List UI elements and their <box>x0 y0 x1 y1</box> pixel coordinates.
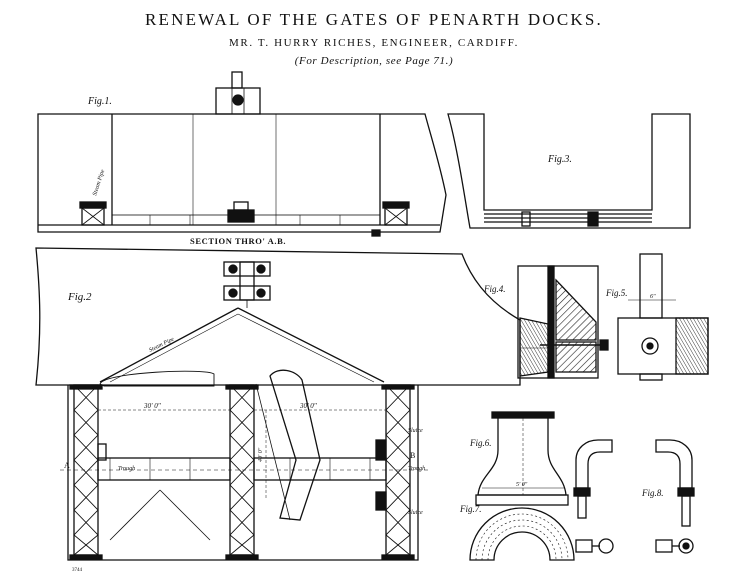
hook-links <box>575 538 694 554</box>
fig1-label: Fig.1. <box>87 96 112 107</box>
fig4-bracket-detail <box>517 265 609 379</box>
dimension-vertical: 40' 0" <box>257 447 264 462</box>
fig8-label: Fig.8. <box>641 488 664 498</box>
dimension-fig5: 6" <box>650 294 656 300</box>
engineer-credit: MR. T. HURRY RICHES, ENGINEER, CARDIFF. <box>229 37 519 49</box>
fig3-cross-section <box>447 113 691 229</box>
dimension-fig6: 5' 0" <box>516 482 528 488</box>
plate-title: RENEWAL OF THE GATES OF PENARTH DOCKS. <box>144 10 603 29</box>
fig6-sluice-hopper <box>475 411 569 506</box>
fig4-label: Fig.4. <box>483 284 506 294</box>
page-reference: (For Description, see Page 71.) <box>294 55 454 67</box>
fig2-label: Fig.2 <box>67 291 92 303</box>
dimension-right: 30' 0" <box>299 402 317 410</box>
fig7-toothed-segment <box>469 507 575 561</box>
pipe-bends <box>573 439 695 527</box>
trough-label-right: Trough <box>408 466 425 472</box>
fig2-plan-view <box>35 247 521 561</box>
point-b-label: B <box>410 451 415 460</box>
fig5-label: Fig.5. <box>605 288 628 298</box>
sluice-label-top: Sluice <box>408 428 423 434</box>
dimension-left: 30' 0" <box>143 402 161 410</box>
fig7-label: Fig.7. <box>459 504 482 514</box>
steam-pipe-label-1: Steam Pipe <box>92 169 106 197</box>
fig5-bolt-detail <box>617 253 709 381</box>
fig6-label: Fig.6. <box>469 438 492 448</box>
fig1-section-view <box>37 71 447 237</box>
steam-pipe-label-2: Steam Pipe <box>148 336 175 353</box>
sluice-label-bottom: Sluice <box>408 510 423 516</box>
point-a-label: A <box>64 461 70 470</box>
fig3-label: Fig.3. <box>547 154 572 165</box>
section-label: SECTION THRO' A.B. <box>190 236 286 246</box>
plate-number: 3744 <box>72 568 83 573</box>
trough-label-left: Trough <box>118 466 135 472</box>
